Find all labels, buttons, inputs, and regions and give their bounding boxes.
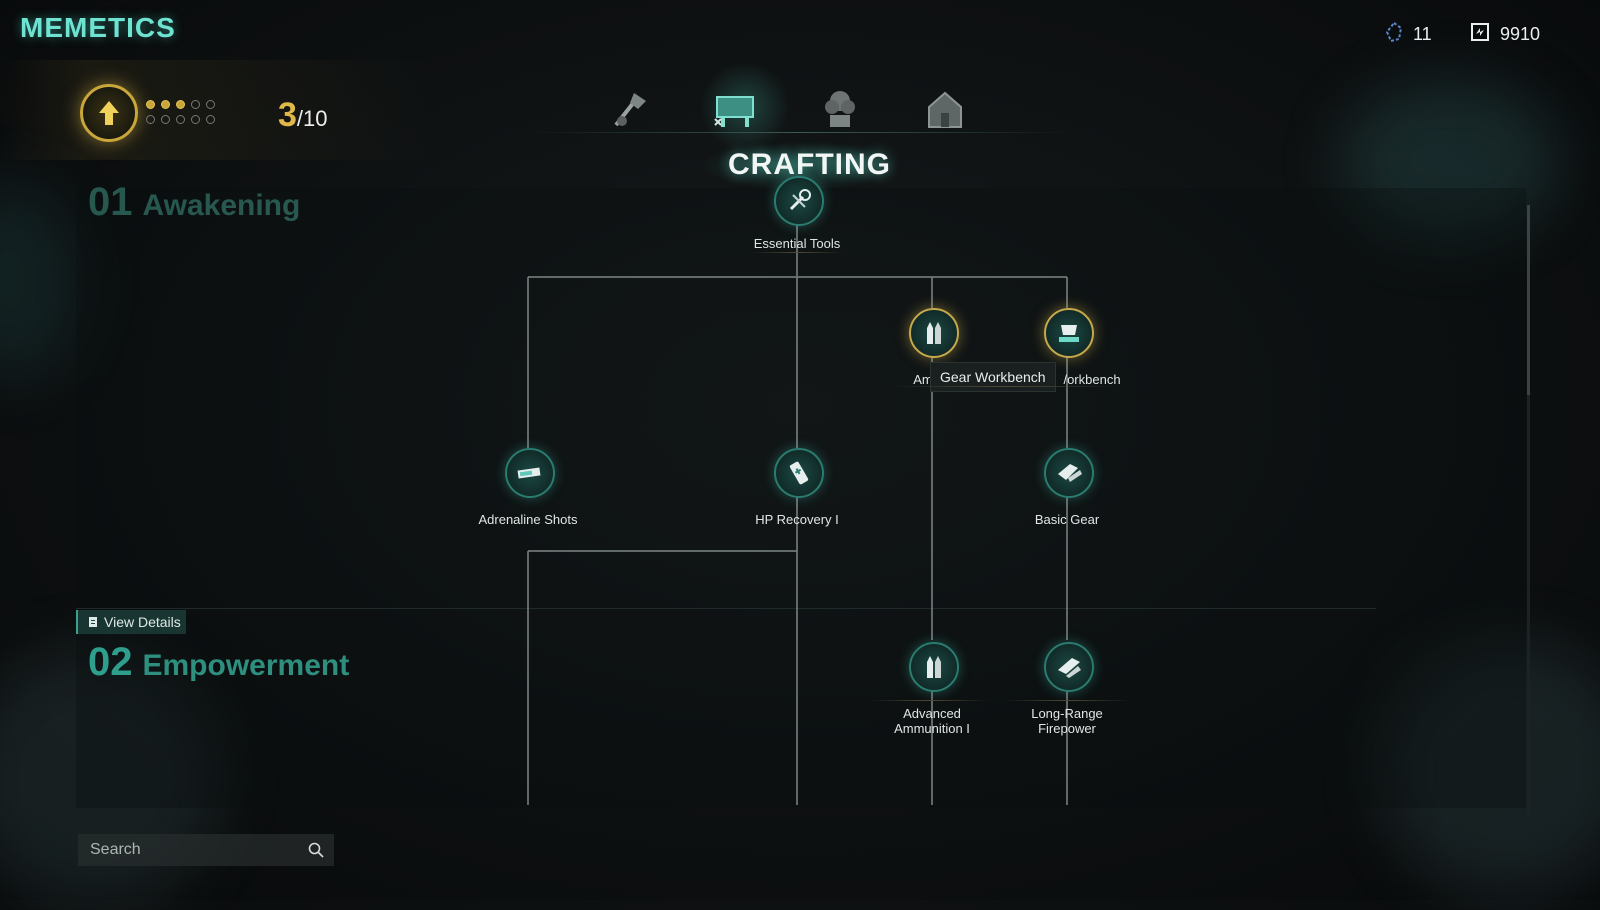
label-underline <box>750 252 845 253</box>
rank-strip <box>0 60 430 160</box>
search-box <box>78 834 334 866</box>
rank-pip <box>176 100 185 109</box>
token-count: 9910 <box>1500 24 1541 44</box>
rank-pip <box>161 115 170 124</box>
basic-gear-label: Basic Gear <box>1034 512 1100 527</box>
memetic-shard-icon <box>1385 21 1403 47</box>
shard-count: 11 <box>1413 24 1432 44</box>
adrenaline-shots-label: Adrenaline Shots <box>478 512 578 527</box>
rifle-icon <box>1058 658 1081 678</box>
phase-number: 01 <box>88 180 133 224</box>
hp-recovery-node[interactable] <box>774 448 824 498</box>
label-line: Ammunition I <box>894 721 970 736</box>
basic-gear-node[interactable] <box>1044 448 1094 498</box>
label-underline <box>1005 700 1130 701</box>
rank-pip <box>206 115 215 124</box>
workbench-icon <box>714 96 754 127</box>
label-line: Firepower <box>1038 721 1096 736</box>
essential-tools-node[interactable] <box>774 176 824 226</box>
rank-pip <box>161 100 170 109</box>
rank-current: 3 <box>278 96 297 134</box>
rank-pip <box>191 115 200 124</box>
medkit-icon <box>789 461 809 485</box>
view-details-label: View Details <box>104 614 181 630</box>
phase-awakening-heading: 01 Awakening <box>88 180 300 225</box>
top-bar: MEMETICS 11 9910 <box>0 0 1600 60</box>
shard-currency: 11 <box>1385 21 1432 47</box>
wrench-icon <box>789 189 811 211</box>
tab-farming[interactable] <box>810 82 870 136</box>
label-line: Advanced <box>903 706 961 721</box>
essential-tools-label: Essential Tools <box>753 236 841 251</box>
gear-workbench-label: /orkbench <box>1063 372 1121 387</box>
rank-badge[interactable] <box>80 84 138 142</box>
tab-combat[interactable] <box>600 82 660 136</box>
section-title: CRAFTING <box>728 148 891 181</box>
plant-pot-icon <box>825 91 855 127</box>
rank-max: 10 <box>303 106 328 131</box>
house-icon <box>928 91 962 128</box>
rank-pip <box>176 115 185 124</box>
level-up-arrow-icon <box>99 101 119 125</box>
tab-crafting[interactable] <box>705 82 765 136</box>
hp-recovery-label: HP Recovery I <box>755 512 839 527</box>
gear-workbench-node[interactable] <box>1044 308 1094 358</box>
rank-progress: 3/10 <box>278 96 328 135</box>
gear-workbench-tooltip: Gear Workbench <box>930 362 1056 392</box>
scrollbar-track[interactable] <box>1527 205 1530 815</box>
rank-pip <box>191 100 200 109</box>
phase-number: 02 <box>88 640 133 684</box>
ammunition-node[interactable] <box>909 308 959 358</box>
token-currency: 9910 <box>1470 22 1540 47</box>
adrenaline-shots-node[interactable] <box>505 448 555 498</box>
axe-icon <box>614 93 646 127</box>
label-underline <box>890 386 1120 387</box>
armor-bench-icon <box>1059 325 1079 342</box>
memetics-title: MEMETICS <box>20 12 176 43</box>
rank-pip <box>146 100 155 109</box>
phase-name: Awakening <box>142 189 301 222</box>
exchange-token-icon <box>1470 22 1490 47</box>
tab-building[interactable] <box>915 82 975 136</box>
syringe-icon <box>517 467 541 479</box>
category-tabs <box>600 82 1060 142</box>
advanced-ammunition-node[interactable] <box>909 642 959 692</box>
phase-divider <box>76 608 1376 609</box>
view-details-button[interactable]: View Details <box>76 610 186 634</box>
gun-parts-icon <box>1058 464 1082 482</box>
phase-empowerment-heading: 02 Empowerment <box>88 640 349 685</box>
rank-slash: / <box>296 106 304 131</box>
category-underline <box>530 132 1070 133</box>
phase-name: Empowerment <box>142 649 350 682</box>
scrollbar-thumb[interactable] <box>1527 205 1530 395</box>
label-underline <box>870 700 990 701</box>
search-input[interactable] <box>88 840 292 860</box>
rank-pip <box>146 115 155 124</box>
long-range-firepower-node[interactable] <box>1044 642 1094 692</box>
search-icon[interactable] <box>308 842 324 858</box>
skill-tree-panel <box>76 188 1526 808</box>
document-icon <box>89 617 97 627</box>
bullets-icon <box>927 656 941 678</box>
bullets-icon <box>927 322 941 344</box>
label-line: Long-Range <box>1031 706 1103 721</box>
rank-pip <box>206 100 215 109</box>
